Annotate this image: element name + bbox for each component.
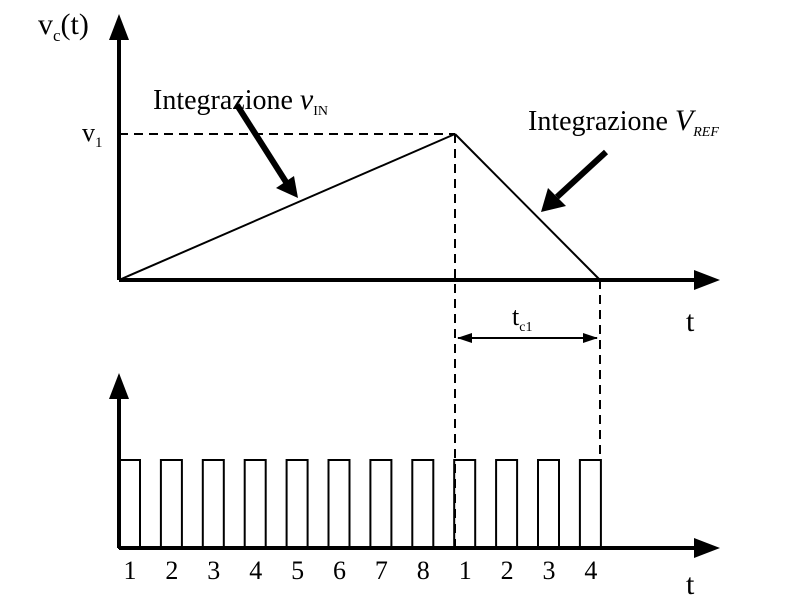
bottom-x-axis-arrow <box>694 538 720 558</box>
clock-pulse <box>537 459 560 549</box>
top-x-axis-arrow <box>694 270 720 290</box>
pulse-count-label: 1 <box>459 556 472 585</box>
top-y-axis-arrow <box>109 14 129 40</box>
bottom-y-axis-arrow <box>109 373 129 399</box>
pulse-count-label: 4 <box>249 556 262 585</box>
v1-label: v1 <box>82 118 103 151</box>
tc1-right-arrowhead <box>583 333 598 343</box>
pulse-count-label: 4 <box>584 556 597 585</box>
clock-pulse <box>285 459 309 549</box>
vref-pointer-arrowhead <box>541 188 566 212</box>
clock-pulse <box>243 459 267 549</box>
vin-pointer-arrow <box>234 103 289 184</box>
pulse-count-label: 5 <box>291 556 304 585</box>
pulse-count-label: 2 <box>165 556 178 585</box>
clock-pulse <box>495 459 519 549</box>
integration-vin-label: Integrazione vIN <box>153 83 328 119</box>
pulse-count-label: 3 <box>207 556 220 585</box>
top-plot: vc(t) v1 Integrazione vIN Integrazione V… <box>38 8 720 338</box>
vref-pointer-arrow <box>554 149 609 200</box>
pulse-count-label: 3 <box>543 556 556 585</box>
clock-pulse <box>369 459 393 549</box>
tc1-label: tc1 <box>512 302 532 335</box>
vin-pointer-arrowhead <box>276 176 298 198</box>
integration-vref-ramp <box>454 133 601 281</box>
clock-pulses <box>118 459 602 549</box>
top-t-axis-label: t <box>686 305 695 338</box>
pulse-count-label: 1 <box>124 556 137 585</box>
y-axis-label: vc(t) <box>38 8 89 45</box>
pulse-count-label: 7 <box>375 556 388 585</box>
clock-pulse <box>411 459 435 549</box>
tc1-left-arrowhead <box>457 333 472 343</box>
integration-vref-label: Integrazione VREF <box>528 104 719 140</box>
clock-pulse <box>578 459 602 549</box>
clock-pulse <box>453 459 477 549</box>
pulse-count-label: 6 <box>333 556 346 585</box>
integration-vin-ramp <box>118 133 456 281</box>
clock-pulse <box>159 459 183 549</box>
clock-pulse <box>201 459 225 549</box>
clock-pulse <box>118 459 141 549</box>
pulse-count-label: 2 <box>501 556 514 585</box>
tc1-dimension: tc1 <box>454 134 601 548</box>
bottom-t-axis-label: t <box>686 568 695 601</box>
pulse-count-label: 8 <box>417 556 430 585</box>
clock-pulse <box>327 459 351 549</box>
